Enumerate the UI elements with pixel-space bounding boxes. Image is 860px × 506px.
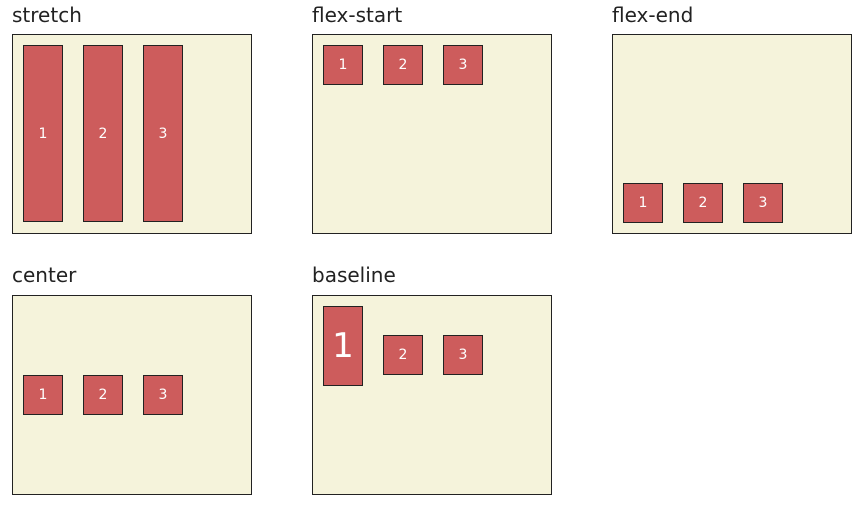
- panel-title: center: [12, 263, 77, 287]
- panel-title: flex-start: [312, 3, 403, 27]
- flex-container: 1 2 3: [312, 34, 552, 234]
- flex-container: 1 2 3: [612, 34, 852, 234]
- panel-title: stretch: [12, 3, 82, 27]
- flex-item: 1: [323, 45, 363, 85]
- flex-item: 3: [443, 335, 483, 375]
- flex-item: 2: [683, 183, 723, 223]
- flex-item: 1: [623, 183, 663, 223]
- panel-title: flex-end: [612, 3, 694, 27]
- flex-item: 1: [23, 45, 63, 222]
- flex-container: 1 2 3: [312, 295, 552, 495]
- flex-item: 3: [443, 45, 483, 85]
- flex-container: 1 2 3: [12, 34, 252, 234]
- panel-title: baseline: [312, 263, 396, 287]
- flex-item: 3: [143, 45, 183, 222]
- flex-item: 2: [383, 45, 423, 85]
- flex-item: 2: [83, 45, 123, 222]
- flex-item: 3: [143, 375, 183, 415]
- flex-item: 2: [383, 335, 423, 375]
- flex-item: 1: [323, 306, 363, 386]
- flex-item: 3: [743, 183, 783, 223]
- flex-container: 1 2 3: [12, 295, 252, 495]
- flex-item: 2: [83, 375, 123, 415]
- flex-item: 1: [23, 375, 63, 415]
